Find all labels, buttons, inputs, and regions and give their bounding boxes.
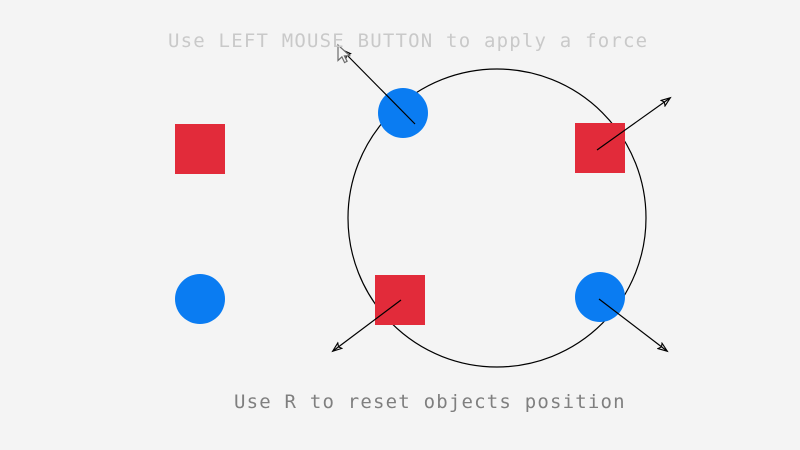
force-vector-arrow bbox=[596, 98, 670, 151]
mouse-cursor-icon bbox=[337, 43, 352, 64]
force-vector-arrow bbox=[342, 50, 416, 125]
force-vector-arrow bbox=[333, 299, 402, 351]
hint-text-reset-objects: Use R to reset objects position bbox=[234, 391, 626, 413]
rigid-bodies-group bbox=[175, 88, 625, 325]
body-circle[interactable] bbox=[575, 272, 625, 322]
hint-text-apply-force: Use LEFT MOUSE BUTTON to apply a force bbox=[168, 30, 649, 52]
body-circle[interactable] bbox=[175, 274, 225, 324]
body-circle[interactable] bbox=[378, 88, 428, 138]
force-vectors-group bbox=[333, 50, 670, 351]
body-square[interactable] bbox=[175, 124, 225, 174]
force-vector-arrow bbox=[598, 298, 667, 351]
constraint-circle bbox=[347, 68, 647, 368]
